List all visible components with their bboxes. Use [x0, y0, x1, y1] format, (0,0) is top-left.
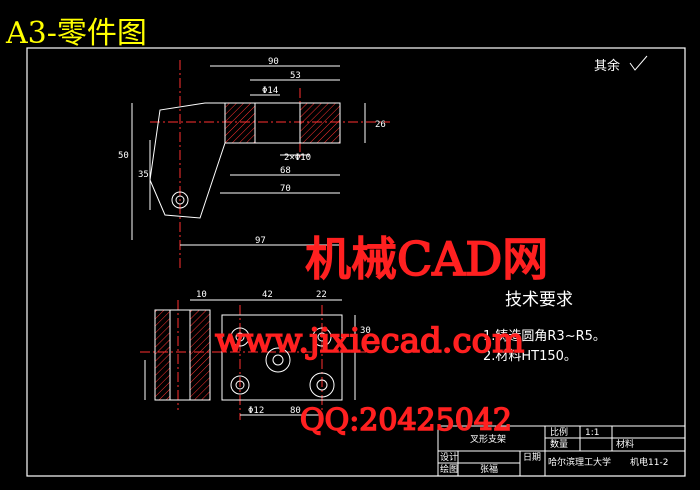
draw-label: 绘图: [440, 463, 458, 475]
surface-note: 其余: [594, 58, 620, 74]
dim-30: 30: [360, 326, 371, 336]
dim-42: 42: [262, 290, 273, 300]
tech-req-item-2: 2.材料HT150。: [483, 349, 577, 364]
material-label: 材料: [616, 438, 634, 450]
dim-50: 50: [118, 151, 129, 161]
dim-68: 68: [280, 166, 291, 176]
drafter-name: 张福: [480, 463, 498, 475]
scale-value: 1:1: [585, 428, 599, 438]
sheet-frame: [26, 47, 686, 477]
dim-2x10: 2×Φ10: [284, 153, 311, 163]
dim-70: 70: [280, 184, 291, 194]
design-label: 设计: [440, 451, 458, 463]
class-name: 机电11-2: [630, 456, 668, 468]
page-title: A3-零件图: [5, 16, 147, 51]
dim-53: 53: [290, 71, 301, 81]
scale-label: 比例: [550, 426, 568, 438]
watermark-url: www.jixiecad.com: [215, 321, 524, 361]
part-name: 叉形支架: [470, 433, 506, 445]
title-block: [437, 425, 686, 477]
front-view: [131, 60, 390, 270]
qty-label: 数量: [550, 438, 568, 450]
dim-97: 97: [255, 236, 266, 246]
roughness-symbol-icon: [629, 55, 648, 71]
school-name: 哈尔滨理工大学: [548, 456, 611, 468]
date-label: 日期: [523, 452, 541, 463]
dim-26: 26: [375, 120, 386, 130]
dim-phi14: Φ14: [262, 86, 278, 96]
dim-phi10: 10: [196, 290, 207, 300]
tech-req-heading: 技术要求: [505, 290, 573, 310]
watermark-qq: QQ:20425042: [300, 403, 512, 438]
top-view: [140, 299, 370, 420]
dim-35: 35: [138, 170, 149, 180]
dim-phi12: Φ12: [248, 406, 264, 416]
tech-req-item-1: 1.铸造圆角R3~R5。: [483, 328, 606, 344]
dim-22: 22: [316, 290, 327, 300]
watermark-site: 机械CAD网: [305, 232, 548, 286]
dim-90: 90: [268, 57, 279, 67]
dim-80: 80: [290, 406, 301, 416]
